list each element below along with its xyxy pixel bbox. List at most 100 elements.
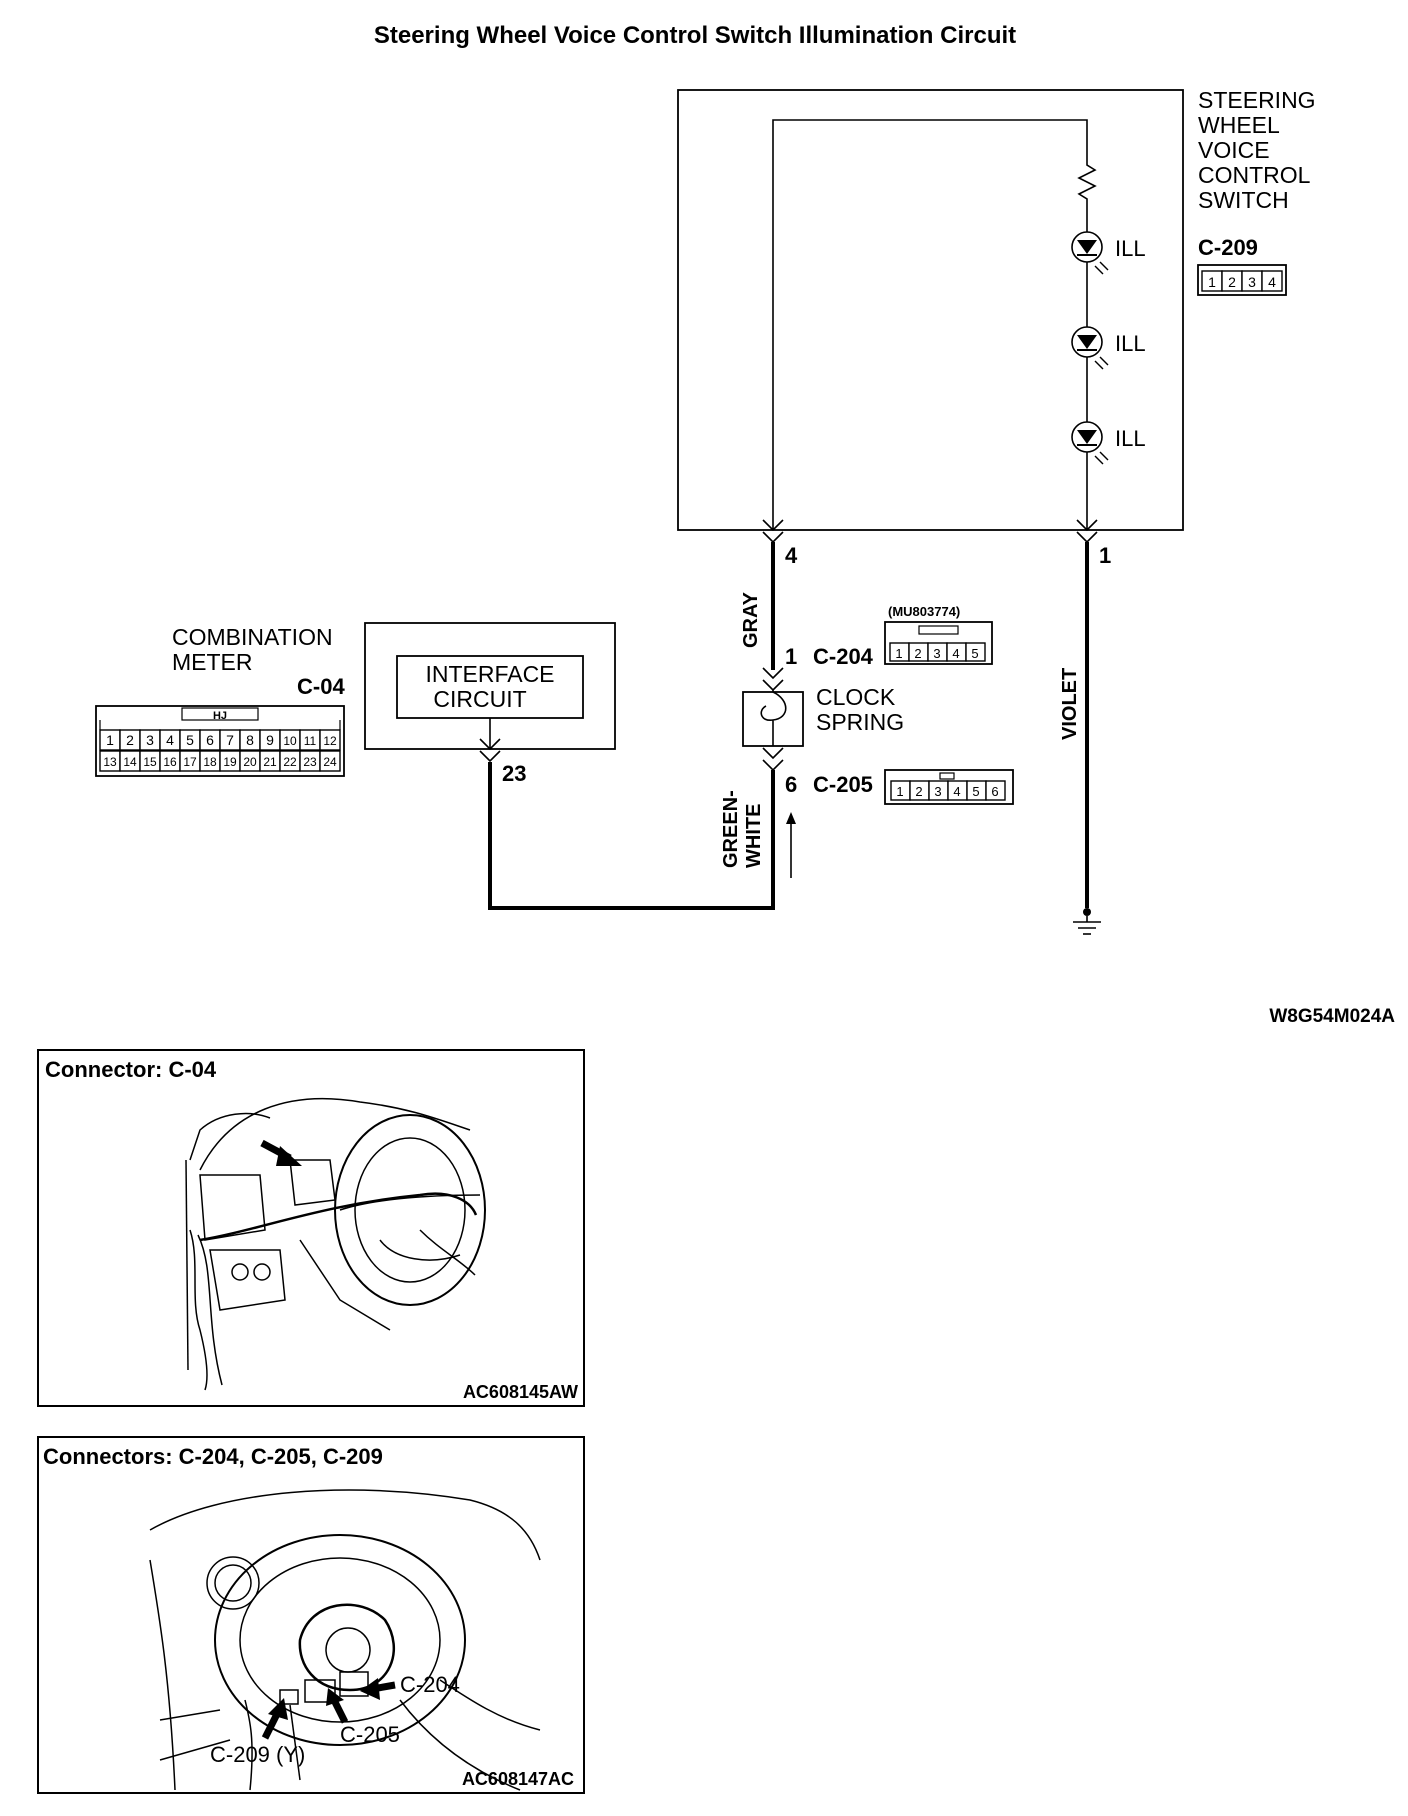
pin-1-label: 1 <box>1099 543 1111 568</box>
panel2-callout-c205: C-205 <box>340 1722 400 1747</box>
interface-circuit-label-2: CIRCUIT <box>433 686 526 712</box>
c205-pin: 5 <box>972 784 979 799</box>
c209-pin: 2 <box>1228 274 1236 290</box>
c04-pin: 20 <box>243 755 257 769</box>
c04-pin: 10 <box>283 734 297 748</box>
panel2-callout-c204: C-204 <box>400 1672 460 1697</box>
pin-4-label: 4 <box>785 543 798 568</box>
c04-pin: 11 <box>304 734 317 748</box>
c04-label: C-04 <box>297 674 345 699</box>
c04-pin: 8 <box>246 732 254 748</box>
green-white-label-2: WHITE <box>743 804 765 868</box>
switch-label-line-1: STEERING <box>1198 87 1316 113</box>
c204-connector-mark <box>762 667 784 692</box>
c209-pin: 3 <box>1248 274 1256 290</box>
c04-pin: 13 <box>103 755 117 769</box>
green-white-wire <box>488 762 775 910</box>
c204-pin: 2 <box>914 646 921 661</box>
panel2-title: Connectors: C-204, C-205, C-209 <box>43 1444 383 1469</box>
c04-pin: 5 <box>186 732 194 748</box>
c04-pin: 22 <box>283 755 297 769</box>
violet-wire-label: VIOLET <box>1059 668 1081 740</box>
c04-pin: 23 <box>303 755 317 769</box>
switch-internal-wire <box>772 119 1088 530</box>
c205-pin: 4 <box>953 784 960 799</box>
c04-pin: 16 <box>163 755 177 769</box>
clock-spring-label-2: SPRING <box>816 709 904 735</box>
c04-pin: 7 <box>226 732 234 748</box>
clock-spring-symbol <box>742 690 804 747</box>
gray-wire-label: GRAY <box>740 591 762 648</box>
switch-label-line-4: CONTROL <box>1198 162 1311 188</box>
c204-pin-label: 1 <box>785 644 797 669</box>
c204-part-number: (MU803774) <box>888 604 960 619</box>
ground-icon <box>1073 908 1101 935</box>
c04-pin: 14 <box>123 755 137 769</box>
green-white-label-1: GREEN- <box>720 790 742 868</box>
c204-connector-face: 1 2 3 4 5 <box>884 621 993 665</box>
c04-pin: 21 <box>263 755 277 769</box>
c205-pin: 3 <box>934 784 941 799</box>
voice-control-switch-box <box>677 89 1184 531</box>
dashboard-illustration-2 <box>149 1489 541 1791</box>
c205-pin-label: 6 <box>785 772 797 797</box>
c205-pin: 6 <box>991 784 998 799</box>
pin-23-connector-mark <box>479 738 501 763</box>
led-label-3: ILL <box>1115 426 1146 451</box>
c205-connector-mark <box>762 747 784 772</box>
c04-pin: 24 <box>323 755 337 769</box>
switch-label-line-3: VOICE <box>1198 137 1270 163</box>
c04-pin: 18 <box>203 755 217 769</box>
c209-label: C-209 <box>1198 235 1258 260</box>
pin-23-label: 23 <box>502 761 526 786</box>
c04-location-arrow-icon <box>260 1139 302 1166</box>
c204-pin: 3 <box>933 646 940 661</box>
c205-pin: 2 <box>915 784 922 799</box>
c204-pin: 4 <box>952 646 959 661</box>
c04-pin: 9 <box>266 732 274 748</box>
c04-pin: 3 <box>146 732 154 748</box>
diagram-code: W8G54M024A <box>1269 1006 1395 1027</box>
panel2-callout-c209: C-209 (Y) <box>210 1742 305 1767</box>
connectors-c204-c205-c209-location-panel: Connectors: C-204, C-205, C-209 C-204 <box>37 1436 585 1794</box>
c04-pin: 6 <box>206 732 214 748</box>
c04-pin: 4 <box>166 732 174 748</box>
panel1-title: Connector: C-04 <box>45 1057 217 1082</box>
interface-circuit-label-1: INTERFACE <box>425 661 554 687</box>
c209-pin: 4 <box>1268 274 1276 290</box>
combination-meter-label-2: METER <box>172 649 253 675</box>
c04-pin: 15 <box>143 755 157 769</box>
c205-label: C-205 <box>813 772 873 797</box>
c204-pin: 5 <box>971 646 978 661</box>
c04-pin-cell <box>319 750 341 772</box>
panel1-code: AC608145AW <box>463 1382 578 1402</box>
c205-location-arrow-icon <box>326 1688 349 1724</box>
c04-tag: HJ <box>213 710 227 722</box>
led-label-2: ILL <box>1115 331 1146 356</box>
c04-pin: 19 <box>223 755 237 769</box>
c204-label: C-204 <box>813 644 874 669</box>
led-1: ILL <box>1071 231 1146 275</box>
signal-direction-arrow-icon <box>786 812 796 878</box>
c205-pin: 1 <box>896 784 903 799</box>
c04-pin-cell <box>319 729 341 751</box>
interface-circuit-box <box>396 655 584 719</box>
c04-pin: 2 <box>126 732 134 748</box>
switch-label-line-5: SWITCH <box>1198 187 1289 213</box>
c205-connector-face: 1 2 3 4 5 6 <box>884 769 1014 805</box>
clock-spring-label-1: CLOCK <box>816 684 896 710</box>
c209-location-arrow-icon <box>261 1698 288 1740</box>
panel2-code: AC608147AC <box>462 1769 574 1789</box>
c209-connector-face: 1 2 3 4 <box>1197 264 1287 296</box>
combination-meter-label-1: COMBINATION <box>172 624 333 650</box>
c04-pin: 1 <box>106 732 114 748</box>
c204-pin: 1 <box>895 646 902 661</box>
switch-label-line-2: WHEEL <box>1198 112 1280 138</box>
led-label-1: ILL <box>1115 236 1146 261</box>
c04-pin: 17 <box>183 755 197 769</box>
dashboard-illustration-1 <box>185 1097 486 1391</box>
diagram-title: Steering Wheel Voice Control Switch Illu… <box>374 22 1016 49</box>
resistor-symbol <box>1077 150 1097 232</box>
c209-pin: 1 <box>1208 274 1216 290</box>
